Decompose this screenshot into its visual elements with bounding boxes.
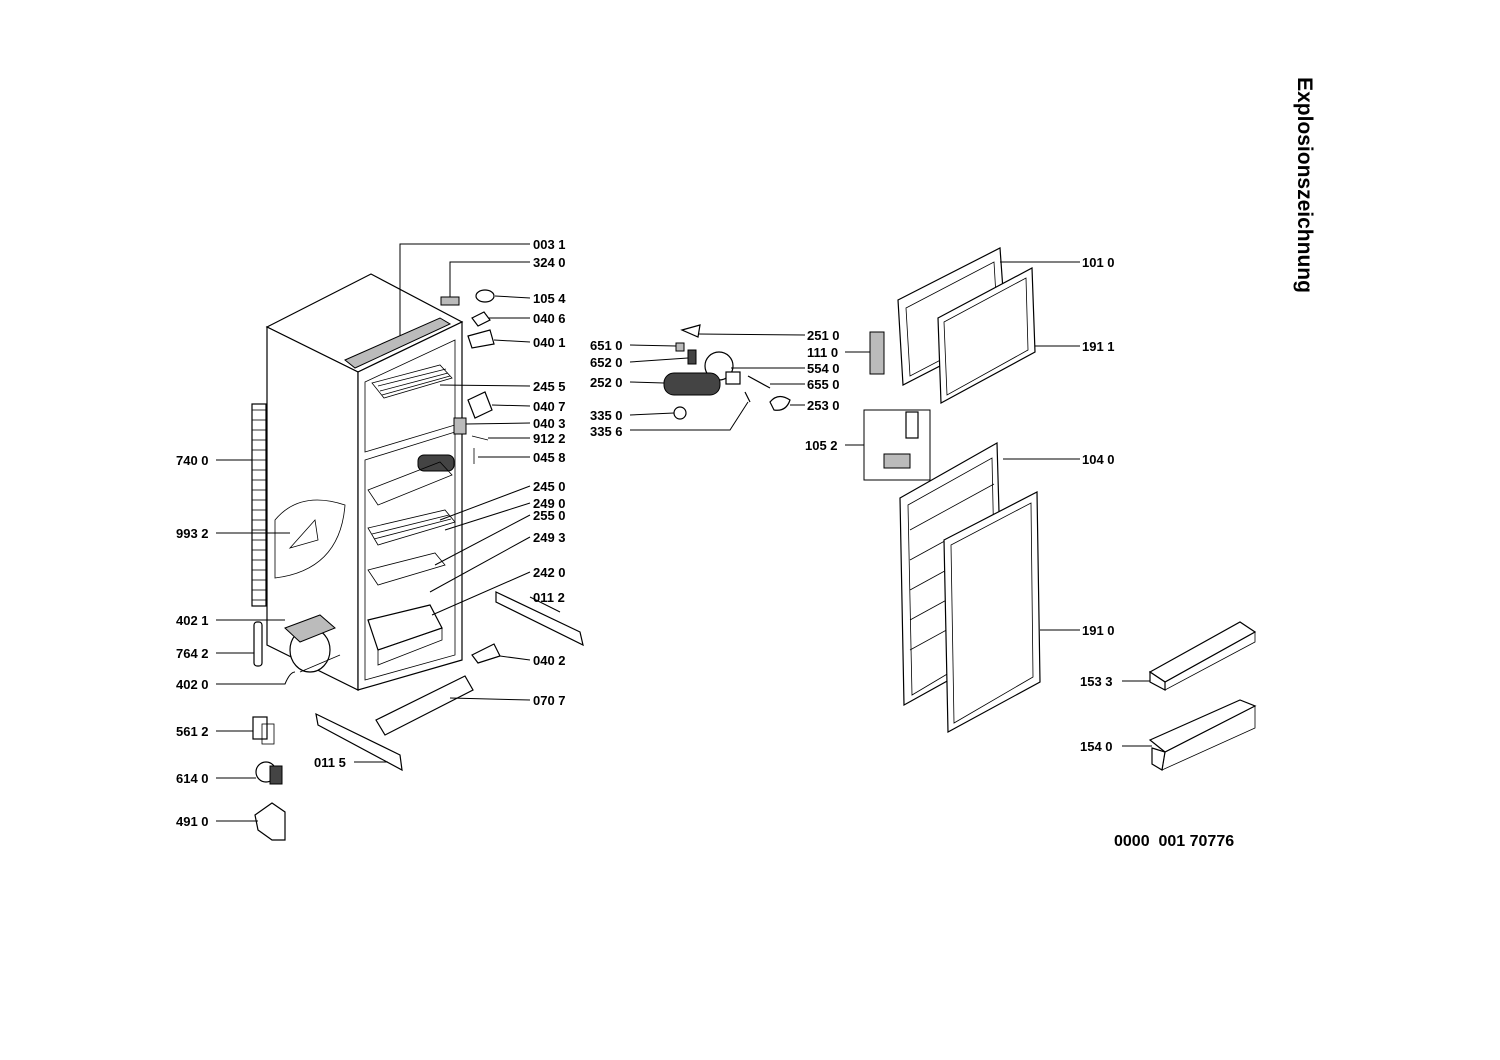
label-070-7: 070 7: [533, 693, 566, 708]
label-104-0: 104 0: [1082, 452, 1115, 467]
label-105-2: 105 2: [805, 438, 838, 453]
middle-hinge-plate: [453, 417, 467, 435]
label-249-0: 249 0: [533, 496, 566, 511]
label-253-0: 253 0: [807, 398, 840, 413]
diagram-title-container: Explosionszeichnung: [1289, 50, 1319, 320]
label-491-0: 491 0: [176, 814, 209, 829]
hinge-pin: [471, 311, 491, 327]
label-335-6: 335 6: [590, 424, 623, 439]
condenser-coil: [251, 403, 267, 607]
label-993-2: 993 2: [176, 526, 209, 541]
frame-105-2: [863, 409, 931, 481]
label-003-1: 003 1: [533, 237, 566, 252]
label-652-0: 652 0: [590, 355, 623, 370]
foot-rail-left: [315, 712, 403, 772]
door-shelf-large: [1148, 699, 1257, 771]
label-191-1: 191 1: [1082, 339, 1115, 354]
door-handle: [869, 331, 885, 375]
label-011-5: 011 5: [314, 755, 346, 770]
document-number: 0000 001 70776: [1114, 833, 1235, 850]
handle-part-a: [905, 411, 919, 439]
label-154-0: 154 0: [1080, 739, 1113, 754]
label-011-2: 011 2: [533, 590, 565, 605]
middle-hinge: [467, 391, 493, 419]
label-040-2: 040 2: [533, 653, 566, 668]
bottom-hinge: [471, 643, 501, 664]
label-111-0: 111 0: [807, 345, 838, 360]
compressor: [284, 614, 341, 673]
part-labels: 003 1 324 0 105 4 040 6 040 1 245 5 040 …: [176, 237, 1115, 829]
fridge-door-gasket: [943, 491, 1041, 733]
handle-part-b: [883, 453, 911, 469]
label-764-2: 764 2: [176, 646, 209, 661]
foot-rail-right: [495, 591, 584, 647]
hinge-bush: [475, 289, 495, 303]
leader-lines: [216, 243, 1152, 822]
label-554-0: 554 0: [807, 361, 840, 376]
label-105-4: 105 4: [533, 291, 566, 306]
label-242-0: 242 0: [533, 565, 566, 580]
starter-part: [255, 761, 283, 785]
label-040-3: 040 3: [533, 416, 566, 431]
label-655-0: 655 0: [807, 377, 840, 392]
label-324-0: 324 0: [533, 255, 566, 270]
label-040-6: 040 6: [533, 311, 566, 326]
top-hinge: [467, 329, 495, 349]
label-040-7: 040 7: [533, 399, 566, 414]
label-245-0: 245 0: [533, 479, 566, 494]
label-249-3: 249 3: [533, 530, 566, 545]
freezer-door-gasket: [937, 267, 1036, 404]
label-255-0: 255 0: [533, 508, 566, 523]
label-402-0: 402 0: [176, 677, 209, 692]
label-740-0: 740 0: [176, 453, 209, 468]
label-614-0: 614 0: [176, 771, 209, 786]
label-040-1: 040 1: [533, 335, 566, 350]
label-101-0: 101 0: [1082, 255, 1115, 270]
label-191-0: 191 0: [1082, 623, 1115, 638]
label-251-0: 251 0: [807, 328, 840, 343]
fridge-cabinet: [265, 273, 464, 691]
hinge-cap: [440, 296, 460, 306]
freezer-door-gasket-inner: [943, 277, 1029, 396]
thermostat-assembly: [663, 324, 791, 420]
label-245-5: 245 5: [533, 379, 566, 394]
diagram-title: Explosionszeichnung: [1293, 77, 1316, 293]
fridge-door-gasket-inner: [950, 502, 1034, 724]
label-912-2: 912 2: [533, 431, 566, 446]
label-561-2: 561 2: [176, 724, 209, 739]
label-651-0: 651 0: [590, 338, 623, 353]
label-252-0: 252 0: [590, 375, 623, 390]
filter-drier: [253, 621, 263, 667]
door-shelf-small: [1148, 621, 1257, 691]
label-402-1: 402 1: [176, 613, 209, 628]
label-045-8: 045 8: [533, 450, 566, 465]
plinth-grille: [375, 675, 474, 736]
relay-part: [252, 716, 275, 745]
cover-part: [254, 802, 286, 841]
screw: [471, 435, 489, 441]
label-335-0: 335 0: [590, 408, 623, 423]
label-153-3: 153 3: [1080, 674, 1113, 689]
